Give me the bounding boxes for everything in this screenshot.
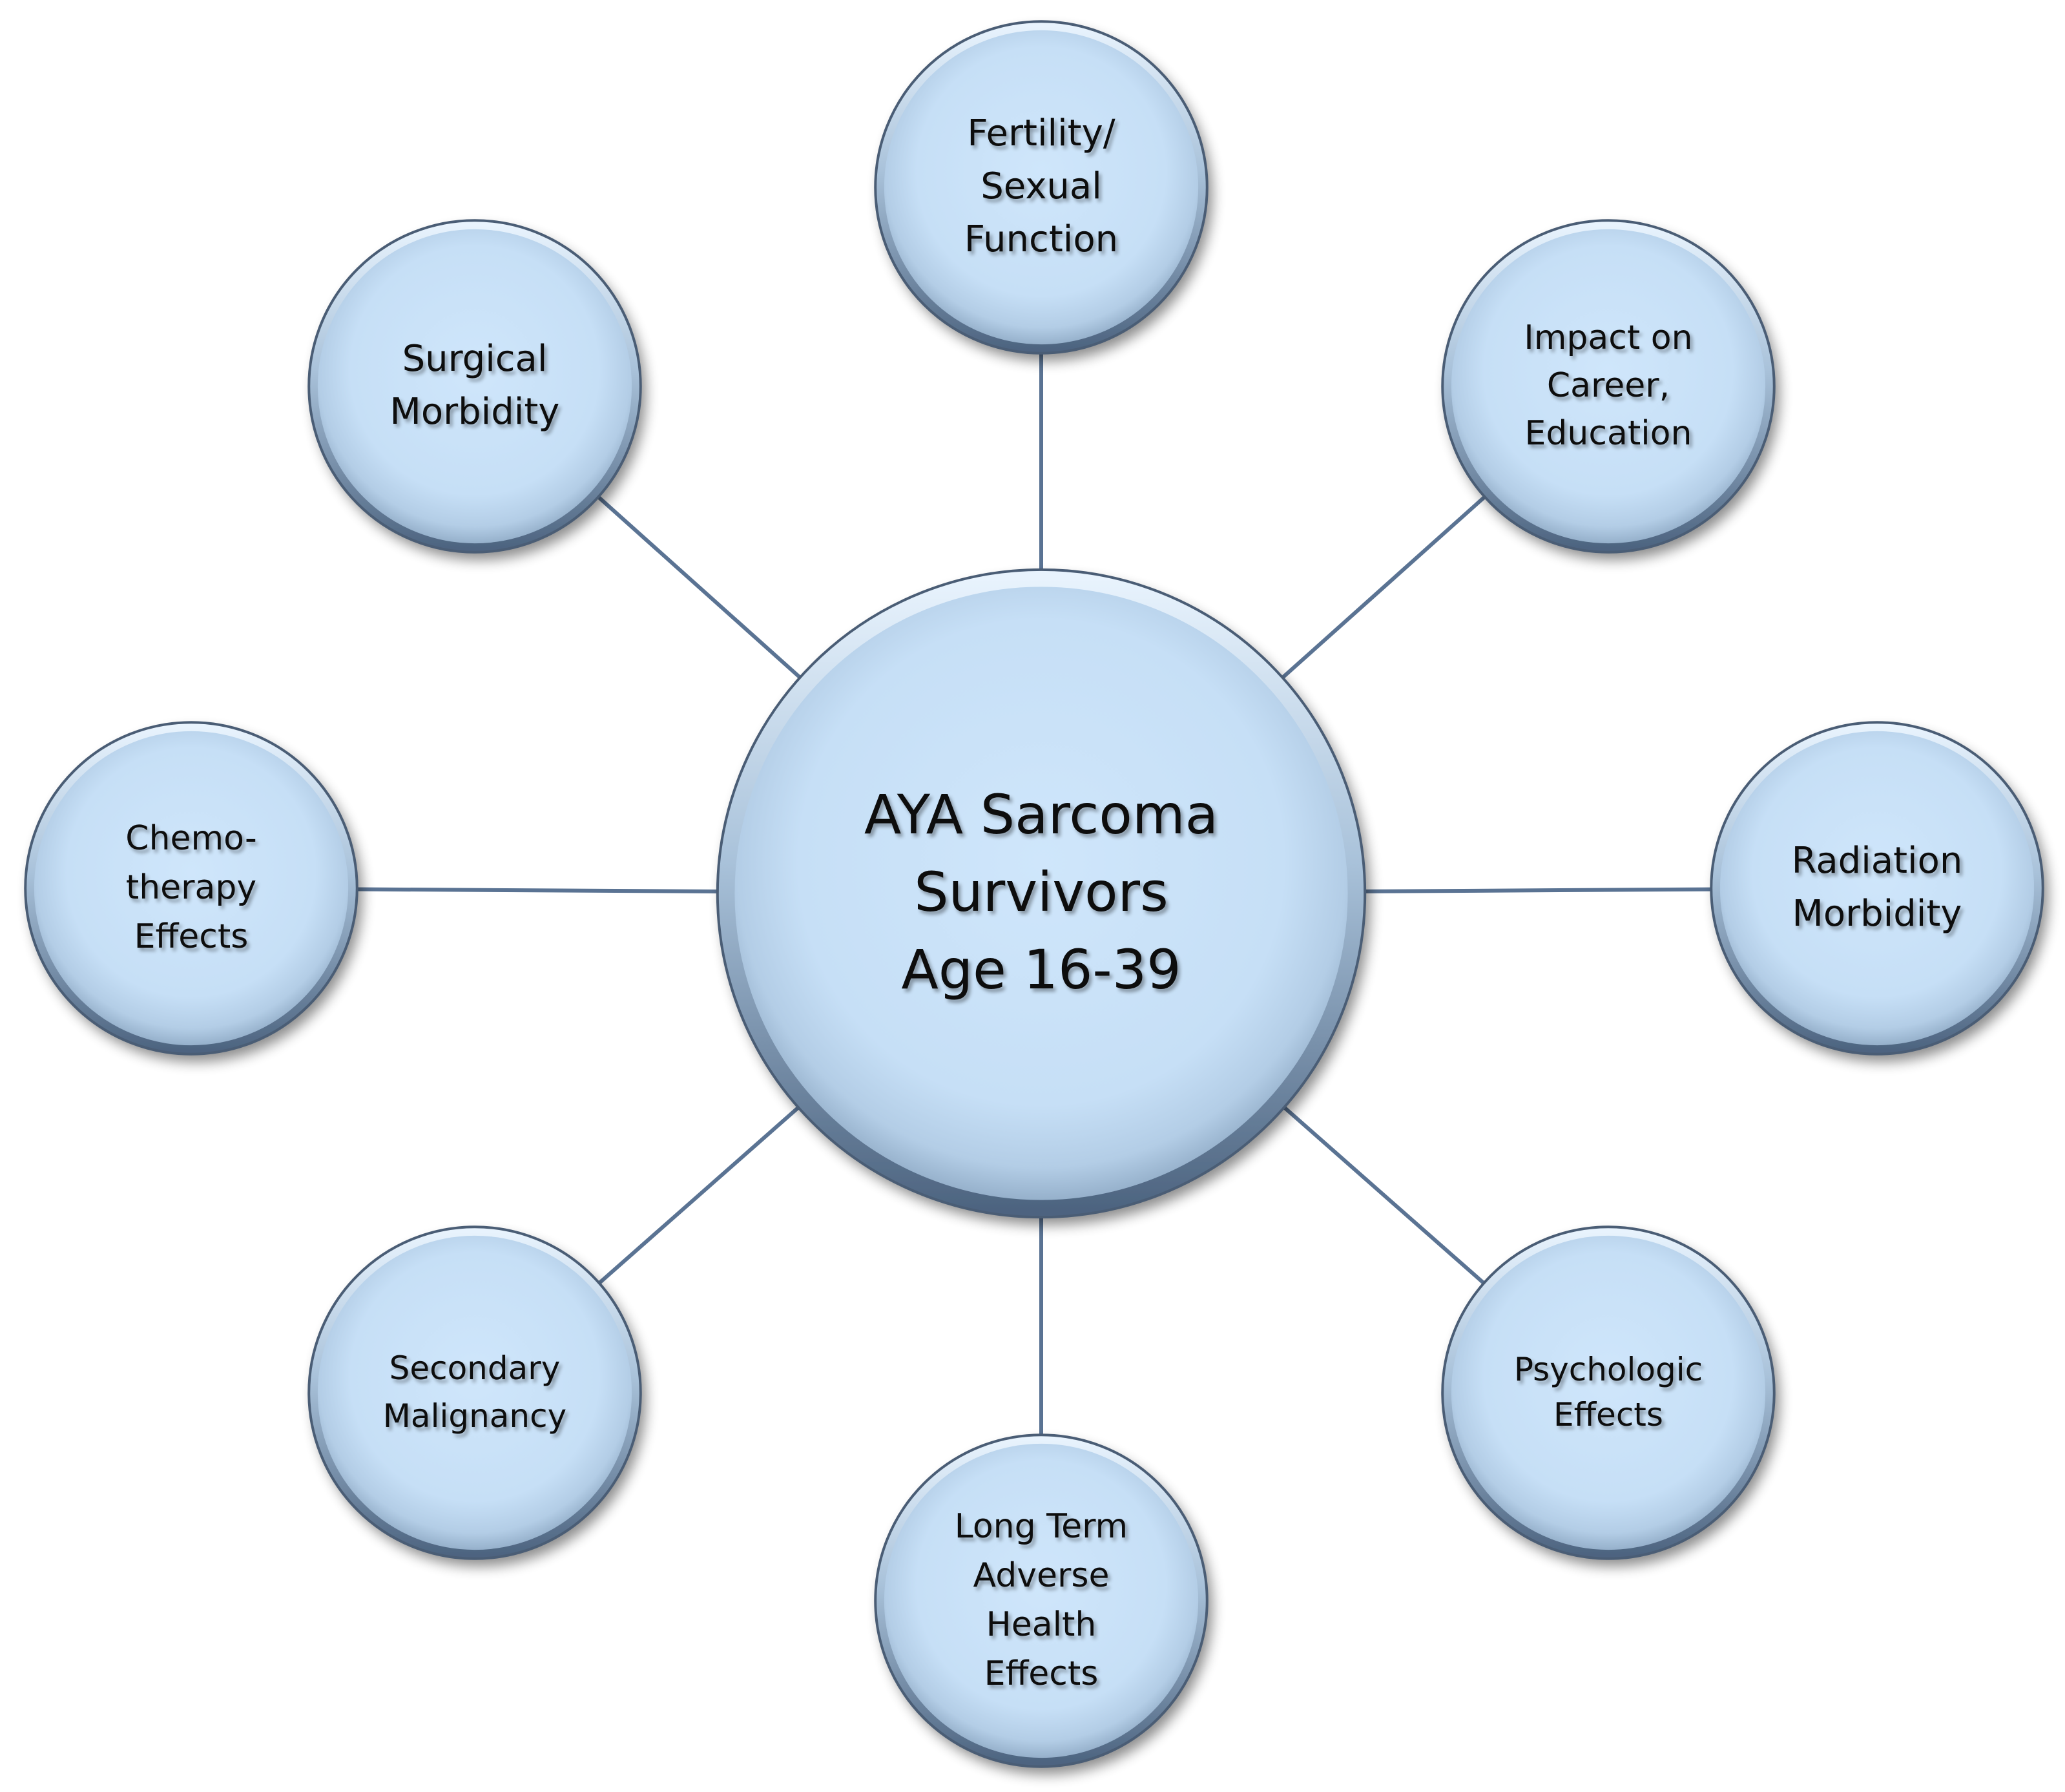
center-node-rim [716,568,1367,1219]
connector-radiation [1361,887,1712,893]
connector-career [1278,495,1487,682]
node-fertility-label-line: Function [964,218,1118,260]
node-career-label-line: Education [1525,414,1692,453]
node-secondary [309,1227,641,1559]
node-secondary-label-line: Malignancy [383,1397,566,1435]
node-long-term-label-line: Long Term [955,1507,1128,1546]
center-node-label-line: Age 16-39 [901,938,1181,1001]
node-fertility-rim [874,20,1209,355]
node-surgical-label-line: Surgical [402,338,548,380]
node-psychologic-label-line: Effects [1553,1396,1663,1433]
node-career-rim [1441,219,1776,554]
node-long-term-label-line: Adverse [973,1556,1110,1595]
node-career [1442,220,1774,552]
node-chemo-label-line: Effects [134,917,249,956]
node-long-term [875,1435,1207,1767]
node-fertility [875,21,1207,353]
node-psychologic-label-line: Psychologic [1514,1351,1703,1388]
node-surgical [309,220,641,552]
node-psychologic [1442,1227,1774,1559]
node-chemo-label-line: therapy [126,868,256,907]
node-psychologic-rim [1441,1225,1776,1560]
connector-chemo [356,887,721,893]
node-fertility-label-line: Sexual [981,165,1102,207]
node-radiation [1711,722,2043,1054]
node-long-term-label-line: Health [986,1605,1097,1644]
connector-secondary [597,1103,802,1285]
center-node [717,569,1365,1218]
node-secondary-rim [307,1225,642,1560]
node-radiation-label-line: Radiation [1792,840,1963,882]
connector-lines [356,353,1712,1435]
node-long-term-rim [874,1433,1209,1768]
node-chemo-rim [24,721,358,1056]
connector-psychologic [1280,1103,1486,1286]
node-career-label-line: Career, [1547,366,1670,405]
node-fertility-label-line: Fertility/ [967,112,1115,154]
node-chemo-label-line: Chemo- [125,819,256,858]
node-chemo [25,722,357,1054]
center-node-label-line: Survivors [914,860,1168,924]
connector-surgical [596,495,804,682]
node-radiation-label-line: Morbidity [1792,893,1962,935]
node-radiation-rim [1710,721,2044,1056]
node-career-label-line: Impact on [1524,318,1692,357]
node-surgical-label-line: Morbidity [390,391,560,433]
node-surgical-rim [307,219,642,554]
node-career-label: Impact on Career, Education [1524,318,1692,453]
node-secondary-label-line: Secondary [389,1349,561,1387]
node-long-term-label-line: Effects [984,1654,1099,1693]
center-node-label-line: AYA Sarcoma [864,783,1218,846]
